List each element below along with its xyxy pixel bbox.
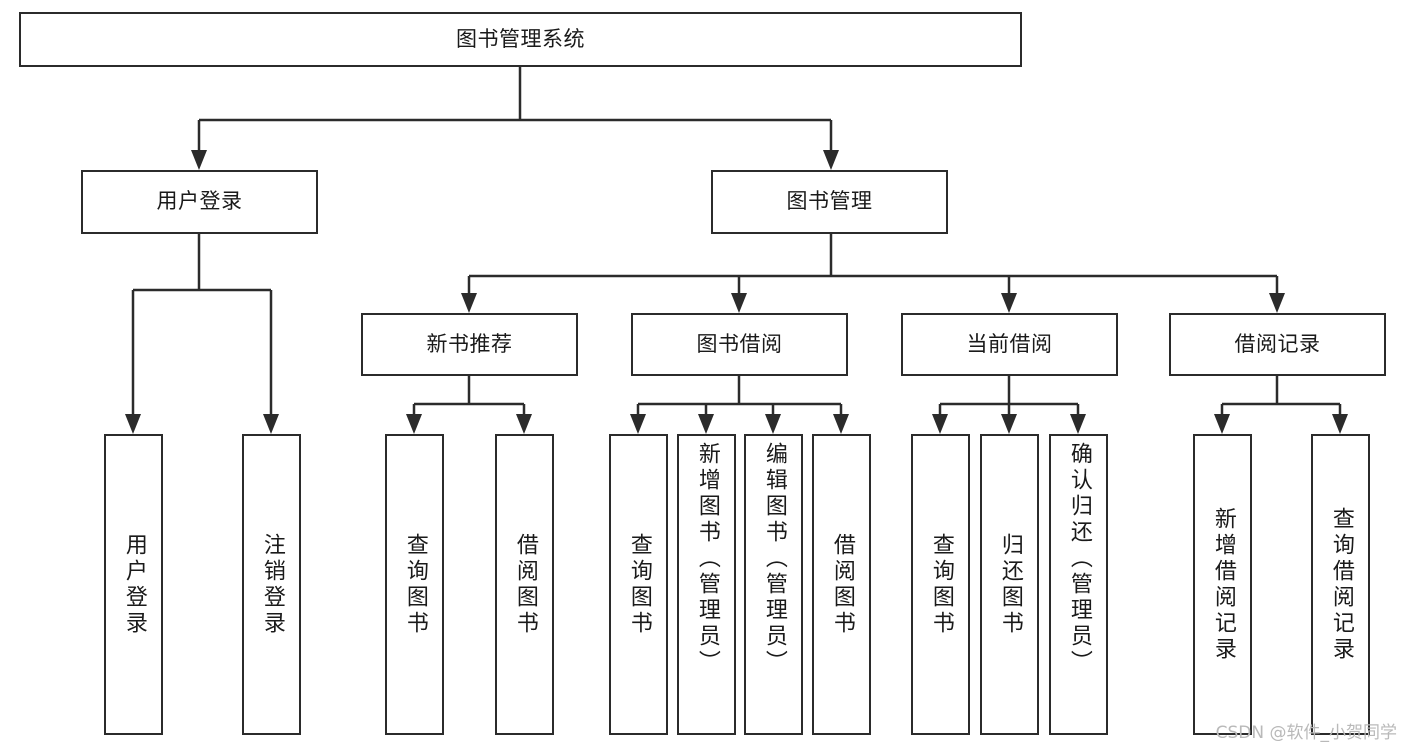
node-label: 新增图书（管理员） <box>694 442 720 676</box>
node-label: 查询图书 <box>626 532 652 637</box>
node-label: 图书管理系统 <box>456 26 585 51</box>
node-new-book-recommendation[interactable]: 新书推荐 <box>361 313 578 376</box>
node-borrowing-records[interactable]: 借阅记录 <box>1169 313 1386 376</box>
node-label: 用户登录 <box>121 532 147 637</box>
leaf-new-book-query-books[interactable]: 查询图书 <box>385 434 444 735</box>
leaf-user-login-login[interactable]: 用户登录 <box>104 434 163 735</box>
node-label: 当前借阅 <box>966 331 1053 356</box>
node-label: 确认归还（管理员） <box>1066 442 1092 676</box>
node-label: 图书借阅 <box>696 331 783 356</box>
node-label: 归还图书 <box>997 532 1023 637</box>
node-label: 借阅记录 <box>1234 331 1321 356</box>
node-label: 新增借阅记录 <box>1210 506 1236 663</box>
leaf-book-borrow-edit-book-admin[interactable]: 编辑图书（管理员） <box>744 434 803 735</box>
leaf-current-borrow-return-books[interactable]: 归还图书 <box>980 434 1039 735</box>
leaf-new-book-borrow-books[interactable]: 借阅图书 <box>495 434 554 735</box>
leaf-book-borrow-add-book-admin[interactable]: 新增图书（管理员） <box>677 434 736 735</box>
node-label: 查询图书 <box>928 532 954 637</box>
leaf-current-borrow-query-books[interactable]: 查询图书 <box>911 434 970 735</box>
node-user-login[interactable]: 用户登录 <box>81 170 318 234</box>
leaf-borrow-record-query-record[interactable]: 查询借阅记录 <box>1311 434 1370 735</box>
node-root-book-management-system[interactable]: 图书管理系统 <box>19 12 1022 67</box>
leaf-borrow-record-add-record[interactable]: 新增借阅记录 <box>1193 434 1252 735</box>
node-label: 图书管理 <box>786 189 873 214</box>
node-book-borrowing[interactable]: 图书借阅 <box>631 313 848 376</box>
node-label: 查询图书 <box>402 532 428 637</box>
node-label: 借阅图书 <box>512 532 538 637</box>
leaf-user-login-logout[interactable]: 注销登录 <box>242 434 301 735</box>
node-book-management[interactable]: 图书管理 <box>711 170 948 234</box>
node-label: 注销登录 <box>259 532 285 637</box>
node-label: 编辑图书（管理员） <box>761 442 787 676</box>
node-label: 用户登录 <box>156 189 243 214</box>
node-label: 查询借阅记录 <box>1328 506 1354 663</box>
leaf-current-borrow-confirm-return-admin[interactable]: 确认归还（管理员） <box>1049 434 1108 735</box>
leaf-book-borrow-borrow-books[interactable]: 借阅图书 <box>812 434 871 735</box>
leaf-book-borrow-query-books[interactable]: 查询图书 <box>609 434 668 735</box>
node-label: 借阅图书 <box>829 532 855 637</box>
node-label: 新书推荐 <box>426 331 513 356</box>
node-current-borrowing[interactable]: 当前借阅 <box>901 313 1118 376</box>
